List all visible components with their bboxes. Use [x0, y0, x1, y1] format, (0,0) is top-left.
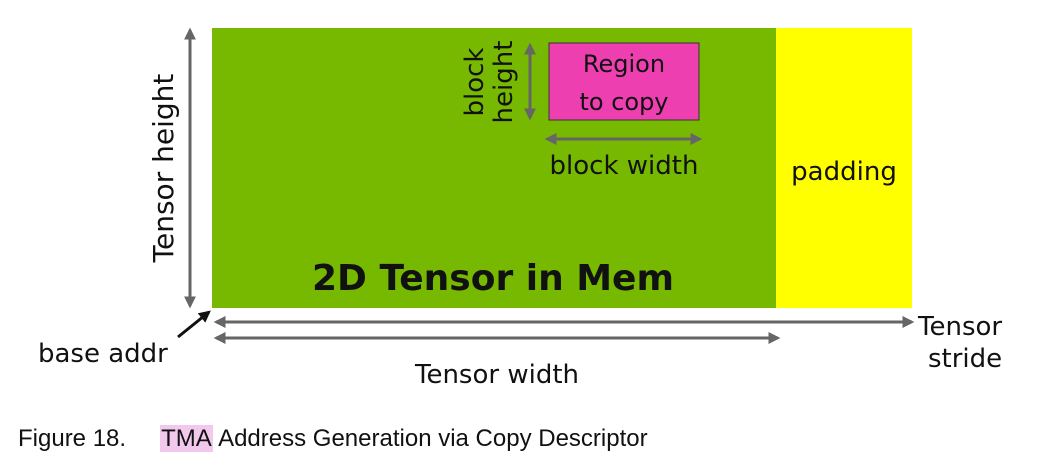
figure-number: Figure 18. — [18, 425, 127, 452]
tma-diagram: Region to copy block height block width … — [38, 27, 1002, 390]
figure-caption: Figure 18. TMA Address Generation via Cop… — [18, 425, 648, 453]
tensor-main-label: 2D Tensor in Mem — [312, 258, 674, 299]
region-label-line1: Region — [583, 50, 665, 78]
base-addr-arrow — [177, 310, 211, 339]
region-to-copy — [548, 42, 700, 121]
tensor-stride-line2: stride — [928, 344, 1002, 374]
region-label-line2: to copy — [579, 88, 668, 116]
block-height-line1: block — [460, 48, 490, 117]
padding-area — [776, 28, 912, 308]
block-height-line2: height — [489, 41, 519, 124]
block-width-label: block width — [550, 151, 699, 181]
base-addr-label: base addr — [38, 339, 168, 369]
tensor-stride-line1: Tensor — [917, 312, 1002, 342]
tensor-width-label: Tensor width — [414, 360, 579, 390]
tensor-height-label: Tensor height — [147, 74, 180, 264]
caption-text: Address Generation via Copy Descriptor — [212, 425, 648, 452]
padding-label: padding — [791, 157, 897, 187]
caption-highlight: TMA — [160, 425, 213, 452]
